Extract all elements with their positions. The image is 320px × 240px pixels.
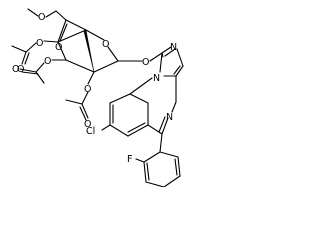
atom-label-acetyl-o3-carbonyl: O bbox=[12, 64, 19, 75]
atom-label-ester-o-top: O bbox=[38, 12, 45, 23]
atom-label-ring-o: O bbox=[102, 39, 109, 50]
atom-labels: O O O O O O O O O O N N N Cl F bbox=[12, 12, 177, 165]
atom-label-ester-o-carbonyl: O bbox=[55, 42, 62, 53]
atom-label-imidazole-n-top: N bbox=[170, 42, 177, 53]
bond-lines bbox=[11, 8, 184, 187]
chemical-structure: O O O O O O O O O O N N N Cl F bbox=[11, 8, 184, 187]
stereo-wedges bbox=[83, 29, 95, 73]
atom-label-acetyl-o4-carbonyl: O bbox=[17, 64, 24, 75]
atom-label-glyco-o: O bbox=[142, 57, 149, 68]
atom-label-acetyl-o2-carbonyl: O bbox=[84, 119, 91, 130]
atom-label-fluorine: F bbox=[127, 154, 132, 165]
atom-label-acetyl-o4-link: O bbox=[36, 38, 43, 49]
atom-label-azepine-n: N bbox=[166, 112, 173, 123]
atom-label-chlorine: Cl bbox=[86, 126, 95, 137]
atom-label-acetyl-o2-link: O bbox=[84, 84, 91, 95]
atom-label-acetyl-o3-link: O bbox=[44, 56, 51, 67]
atom-label-imidazole-n-bridge: N bbox=[153, 73, 160, 84]
